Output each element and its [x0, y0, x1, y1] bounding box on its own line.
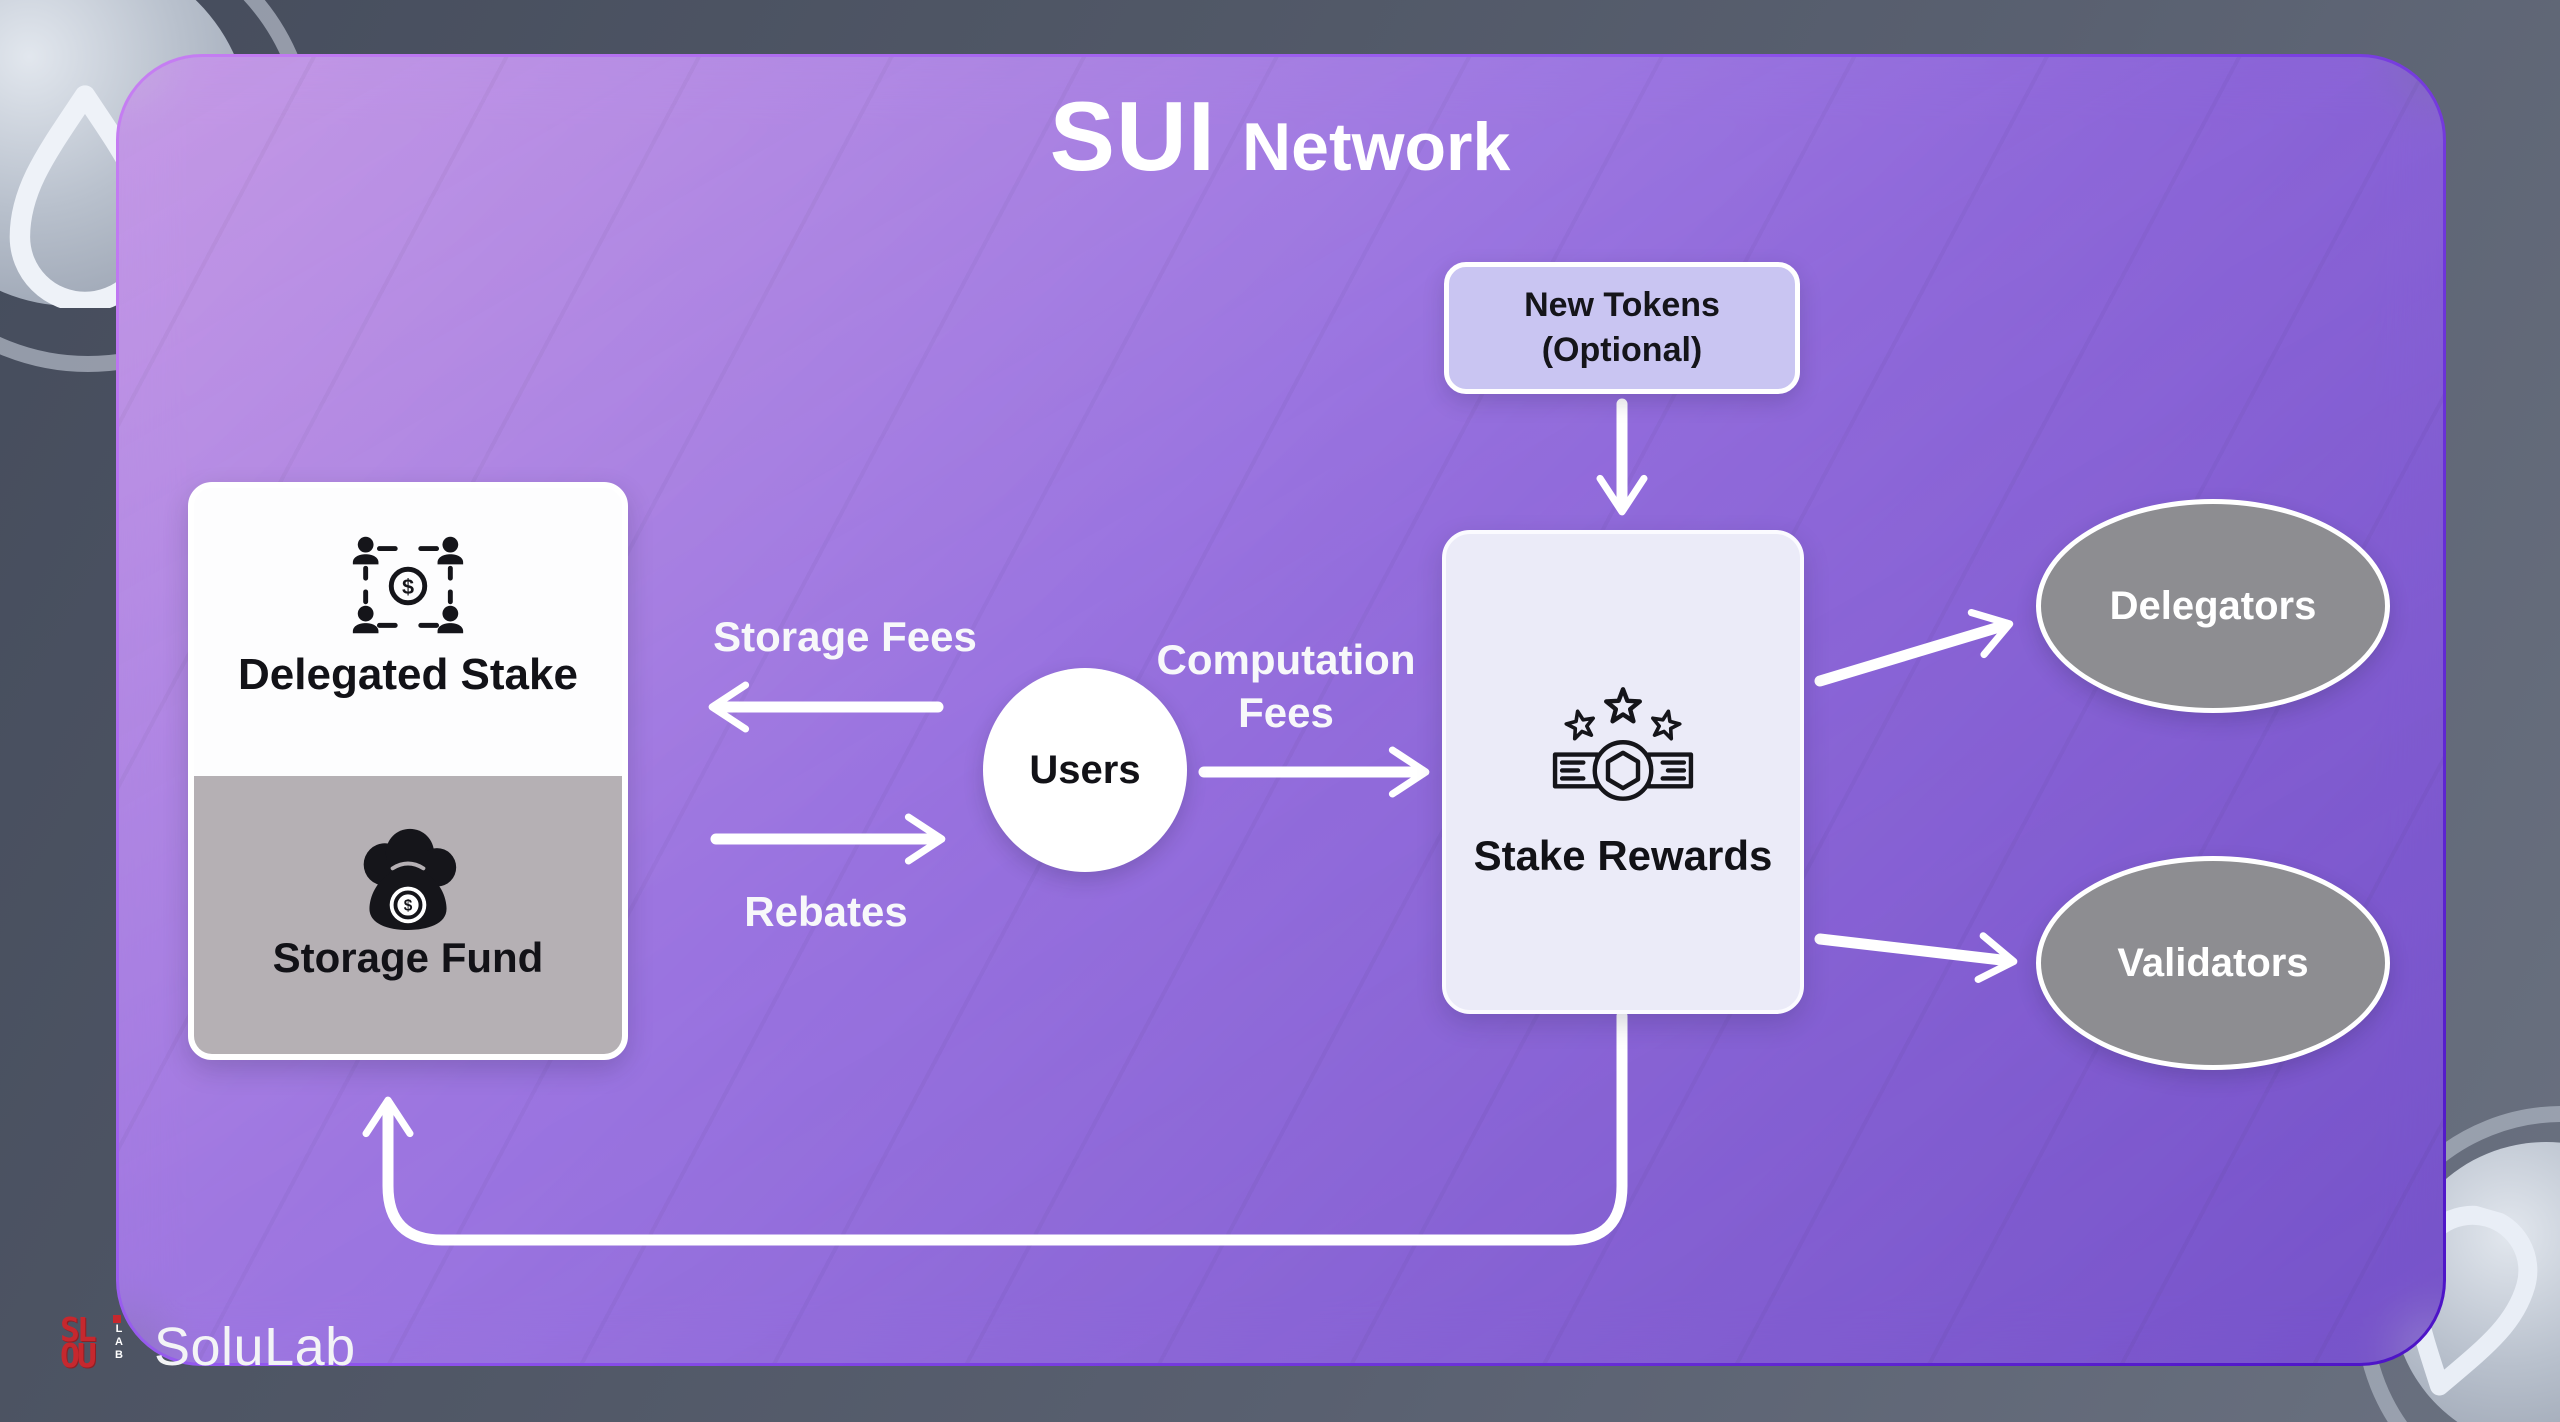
new-tokens-label-line2: (Optional)	[1541, 331, 1703, 369]
people-network-icon: $	[352, 536, 464, 634]
delegators-label: Delegators	[2109, 583, 2317, 628]
storage-fees-label: Storage Fees	[713, 613, 977, 660]
solulab-wordmark: SoluLab	[154, 1317, 356, 1377]
delegated-stake-label: Delegated Stake	[238, 650, 578, 699]
solulab-logo-icon: SL OU LAB	[60, 1310, 138, 1377]
delegated-stake-section: $ Delegated Stake	[194, 488, 622, 776]
logo-pixels-top: SL	[60, 1310, 97, 1349]
title-brand: SUI	[1049, 81, 1217, 191]
storage-fund-section: $ Storage Fund	[194, 776, 622, 1054]
node-stake-rewards: Stake Rewards	[1442, 530, 1804, 1014]
stake-rewards-label: Stake Rewards	[1473, 832, 1773, 879]
rebates-label: Rebates	[744, 888, 908, 935]
solulab-brandmark: SL OU LAB SoluLab	[60, 1310, 356, 1378]
page-title: SUI Network	[0, 80, 2560, 193]
dollar-sign: $	[404, 898, 413, 915]
logo-pixels-bottom: OU	[60, 1336, 97, 1375]
computation-fees-label-line1: Computation	[1156, 636, 1416, 683]
users-label: Users	[1029, 747, 1141, 792]
node-delegators: Delegators	[2036, 499, 2390, 713]
logo-pixel-dot	[113, 1315, 121, 1323]
storage-fund-label: Storage Fund	[272, 934, 544, 981]
node-new-tokens: New Tokens (Optional)	[1444, 262, 1800, 394]
medal-stars-icon	[1552, 687, 1694, 801]
node-validators: Validators	[2036, 856, 2390, 1070]
node-delegated-stake-storage-fund: $ Delegated Stake $ Storage Fund	[188, 482, 628, 1060]
money-bag-icon: $	[363, 828, 457, 930]
computation-fees-label-line2: Fees	[1238, 689, 1334, 736]
new-tokens-label-line1: New Tokens	[1524, 286, 1720, 325]
validators-label: Validators	[2117, 940, 2309, 985]
node-users: Users	[983, 668, 1187, 872]
logo-lab-text: LAB	[113, 1323, 125, 1362]
title-suffix: Network	[1242, 109, 1511, 185]
dollar-sign: $	[402, 574, 414, 599]
